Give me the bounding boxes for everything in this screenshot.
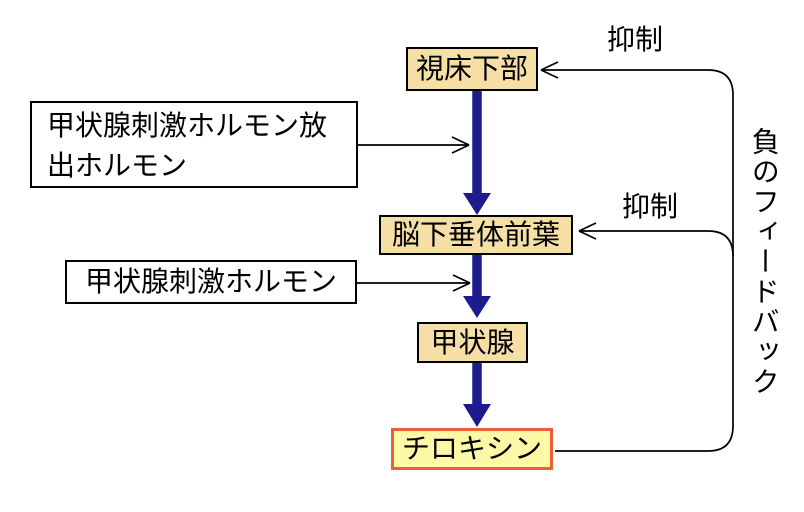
flow-arrowhead-3	[463, 404, 491, 427]
node-thyroid: 甲状腺	[417, 322, 528, 363]
flow-arrowhead-1	[463, 193, 491, 215]
feedback-path-branch	[578, 222, 734, 257]
feedback-path-main	[540, 61, 734, 452]
label-box-tsh: 甲状腺刺激ホルモン	[65, 260, 357, 304]
node-anterior-pituitary: 脳下垂体前葉	[379, 215, 573, 255]
trh-arrow	[358, 136, 470, 154]
node-hypothalamus: 視床下部	[406, 47, 538, 91]
negative-feedback-label: 負のフィードバック	[747, 127, 781, 397]
inhibition-label-top: 抑制	[607, 23, 664, 56]
inhibition-label-middle: 抑制	[622, 190, 679, 223]
flow-arrowhead-2	[463, 296, 491, 318]
trh-label-line1: 甲状腺刺激ホルモン放	[47, 109, 328, 142]
tsh-arrow	[357, 274, 471, 292]
label-box-trh: 甲状腺刺激ホルモン放 出ホルモン	[30, 101, 358, 188]
trh-label-line2: 出ホルモン	[47, 149, 188, 182]
node-thyroxine: チロキシン	[391, 428, 553, 470]
